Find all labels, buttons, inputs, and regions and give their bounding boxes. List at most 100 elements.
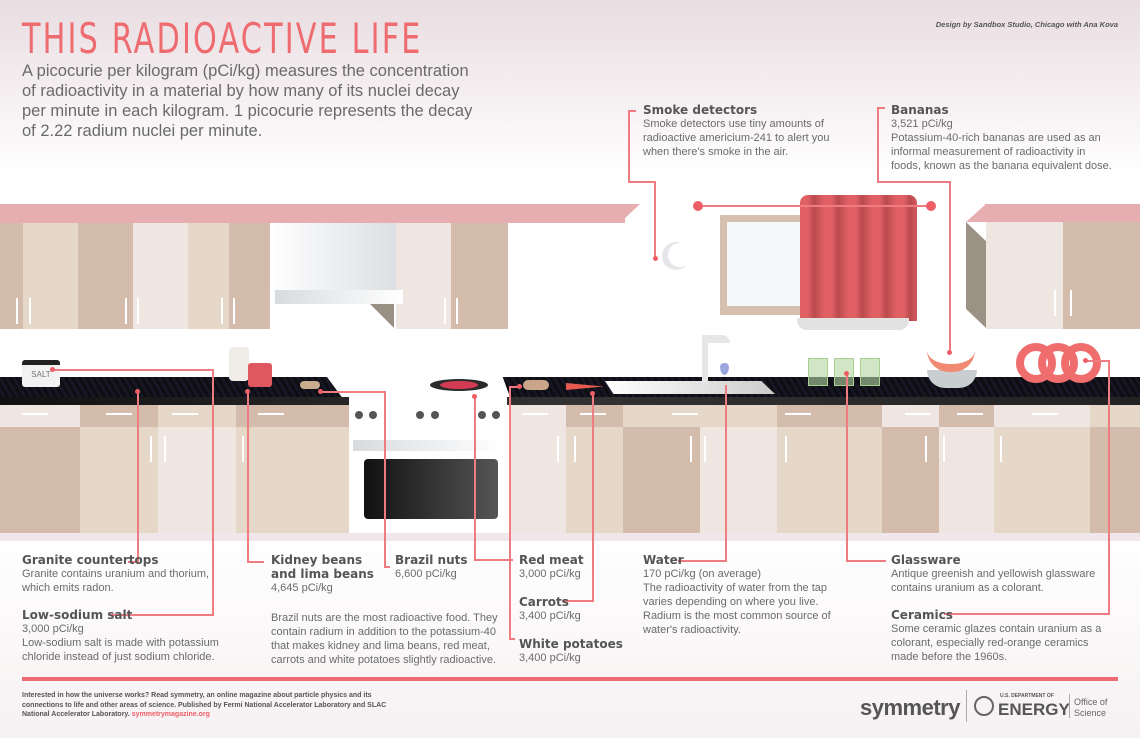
stove-knob (355, 411, 363, 419)
faucet (702, 335, 708, 385)
callout-value: 3,400 pCi/kg (519, 610, 581, 622)
cabinet-handle (242, 436, 244, 462)
drawer-handle (522, 413, 548, 415)
callout-desc: Antique greenish and yellowish glassware… (891, 568, 1096, 594)
salt-shaker: SALT (22, 360, 60, 387)
upper-cabinet-top (0, 204, 625, 223)
callout-title: Bananas (891, 103, 949, 117)
leader-line (384, 566, 390, 568)
drawer-handle (785, 413, 811, 415)
callout-title: Kidney beans (271, 553, 363, 567)
carrot (566, 383, 604, 390)
callout-value: 3,000 pCi/kg (519, 568, 581, 580)
leader-line (846, 373, 848, 561)
cabinet-handle (1054, 290, 1056, 316)
range-hood-shadow (370, 304, 394, 328)
cabinet-panel (229, 223, 270, 329)
logo-divider (966, 690, 967, 722)
cabinet-panel (509, 405, 566, 533)
glass (808, 358, 828, 386)
office-of-science: Office of Science (1074, 697, 1107, 719)
leader-dot (653, 256, 658, 261)
leader-dot (472, 394, 477, 399)
curtain-rod-end (693, 201, 703, 211)
window-pane (727, 222, 805, 306)
leader-dot (844, 371, 849, 376)
drawer-handle (905, 413, 931, 415)
leader-line (474, 559, 513, 561)
stove-knob (492, 411, 500, 419)
cabinet-handle (1000, 436, 1002, 462)
footer-note: Interested in how the universe works? Re… (22, 691, 412, 720)
leader-line (212, 369, 214, 616)
leader-line (877, 107, 885, 109)
callout-value: 3,400 pCi/kg (519, 652, 581, 664)
drawer (700, 405, 777, 427)
curtain-shadow (797, 318, 909, 330)
callout-bananas: Bananas 3,521 pCi/kg Potassium-40-rich b… (891, 103, 1116, 173)
cabinet-handle (785, 436, 787, 462)
cabinet-handle (444, 298, 446, 324)
cabinet-handle (164, 436, 166, 462)
drawer (80, 405, 158, 427)
callout-title: White potatoes (519, 637, 623, 651)
leader-line (949, 181, 951, 353)
bean-can-white (229, 347, 249, 381)
callout-title-line2: and lima beans (271, 567, 374, 581)
cabinet-handle (150, 436, 152, 462)
sink (605, 381, 775, 394)
footer-link[interactable]: symmetrymagazine.org (131, 711, 210, 718)
callout-desc: Smoke detectors use tiny amounts of radi… (643, 118, 830, 158)
cabinet-panel (23, 223, 78, 329)
banana-bowl (927, 370, 977, 388)
callout-desc: Low-sodium salt is made with potassium c… (22, 637, 219, 663)
glass (860, 358, 880, 386)
callout-ceramics: Ceramics Some ceramic glazes contain ura… (891, 608, 1116, 664)
office-line1: Office of (1074, 697, 1108, 707)
oven-handle (353, 440, 503, 451)
drawer (939, 405, 994, 427)
design-credit: Design by Sandbox Studio, Chicago with A… (935, 20, 1118, 29)
cabinet-side (966, 222, 986, 328)
leader-line (128, 561, 138, 563)
cabinet-panel (0, 223, 23, 329)
drawer-handle (672, 413, 698, 415)
cabinet-handle (16, 298, 18, 324)
range-hood (270, 223, 396, 293)
cabinet-handle (221, 298, 223, 324)
leader-line (509, 386, 511, 639)
drawer (566, 405, 623, 427)
callout-desc: Potassium-40-rich bananas are used as an… (891, 132, 1112, 172)
callout-white-potatoes: White potatoes 3,400 pCi/kg (519, 637, 629, 665)
callout-granite: Granite countertops Granite contains ura… (22, 553, 222, 595)
leader-dot (50, 367, 55, 372)
leader-line (877, 181, 950, 183)
callout-value: 3,000 pCi/kg (22, 623, 84, 635)
drawer (623, 405, 700, 427)
bean-can-red (248, 363, 272, 387)
leader-line (944, 613, 1110, 615)
drawer-handle (172, 413, 198, 415)
cabinet-handle (1070, 290, 1072, 316)
cabinet-panel (78, 223, 133, 329)
doe-seal-icon (974, 696, 994, 716)
cabinet-handle (557, 436, 559, 462)
callout-smoke-detectors: Smoke detectors Smoke detectors use tiny… (643, 103, 833, 159)
callout-title: Brazil nuts (395, 553, 468, 567)
stove-knob (431, 411, 439, 419)
doe-label-small: U.S. DEPARTMENT OF (1000, 693, 1054, 699)
callout-title: Ceramics (891, 608, 953, 622)
range-hood-base (275, 290, 403, 304)
cabinet-handle (574, 436, 576, 462)
callout-low-sodium-salt: Low-sodium salt 3,000 pCi/kg Low-sodium … (22, 608, 232, 664)
cabinet-handle (29, 298, 31, 324)
leader-line (247, 561, 264, 563)
logo-divider (1069, 694, 1070, 718)
symmetry-logo: symmetry (860, 695, 960, 720)
footer-divider (22, 677, 1118, 681)
cabinet-panel (133, 223, 188, 329)
drawer (777, 405, 882, 427)
leader-dot (318, 389, 323, 394)
stove-knob (369, 411, 377, 419)
leader-line (137, 391, 139, 563)
